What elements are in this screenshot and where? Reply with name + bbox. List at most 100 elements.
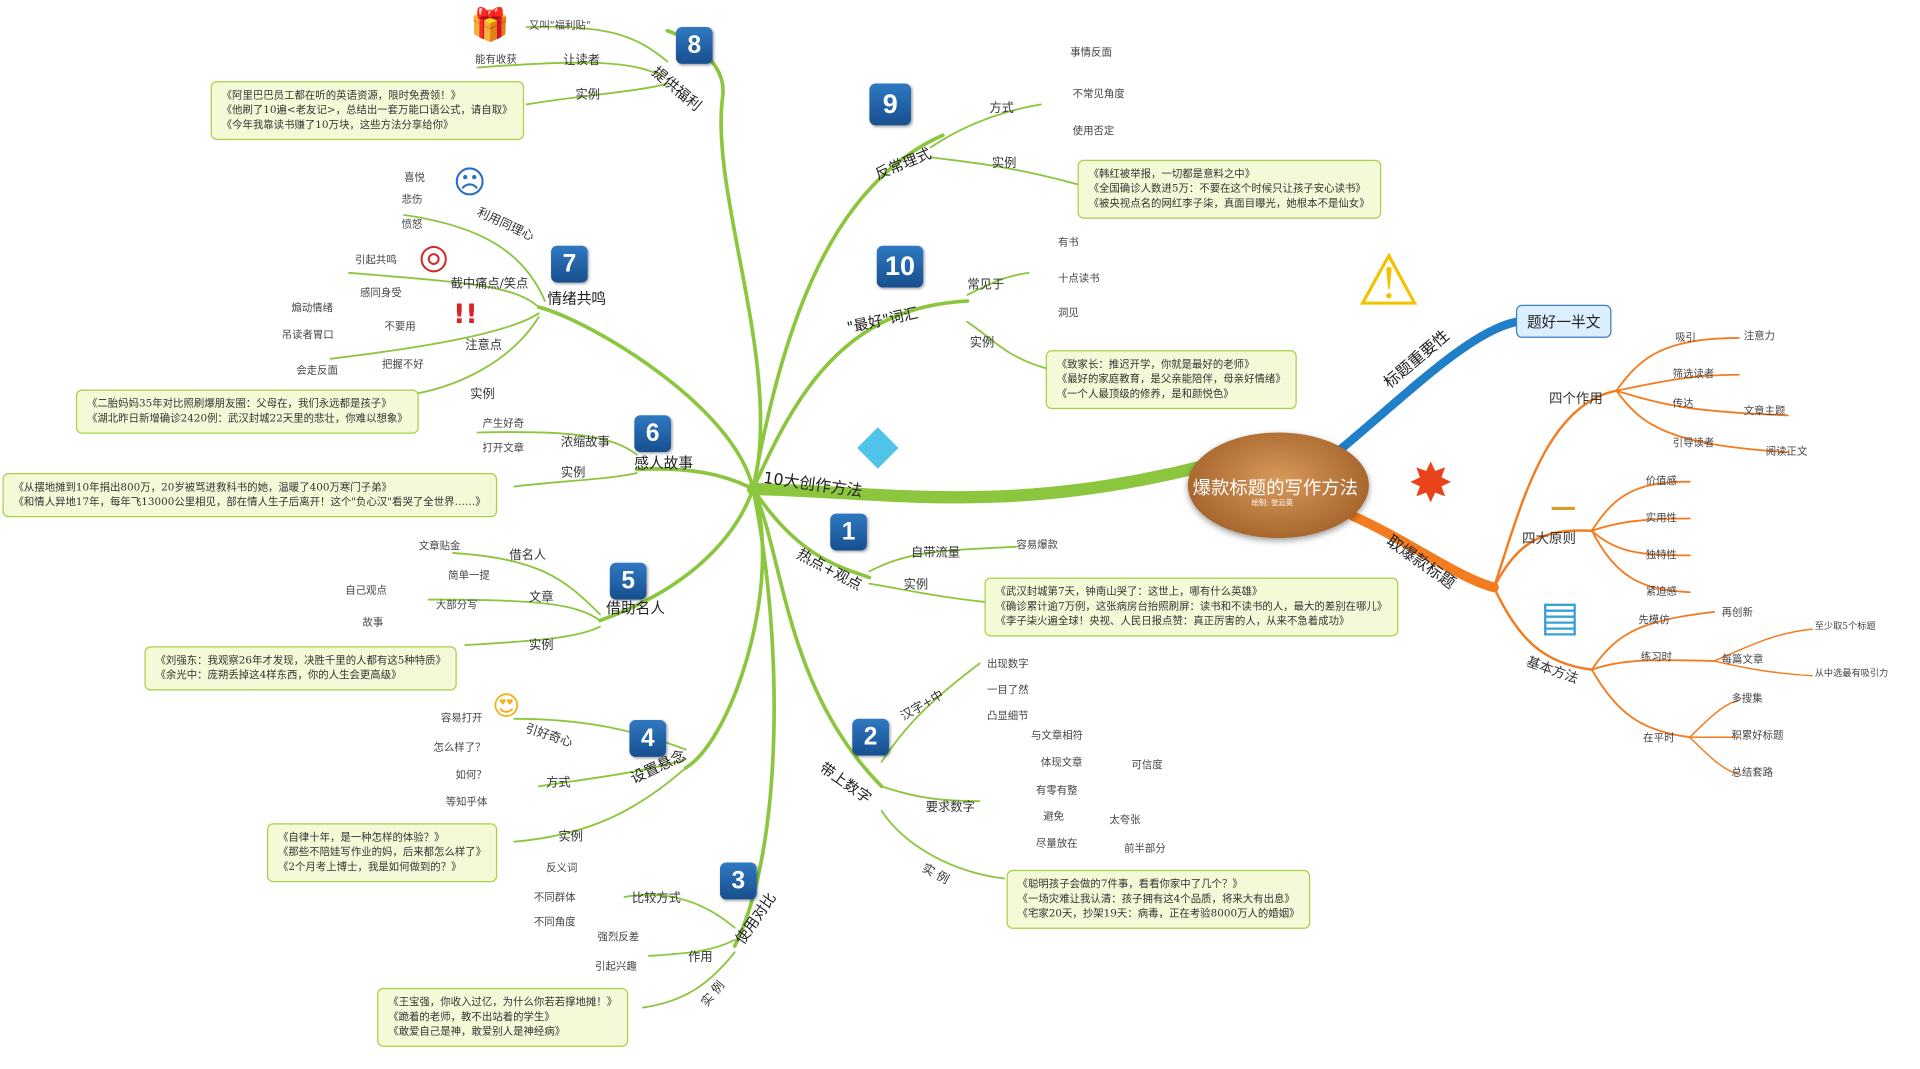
- method-6-child: 打开文章: [482, 442, 525, 455]
- warning-icon: ⚠: [1356, 238, 1421, 322]
- badge-8: 8: [675, 27, 713, 64]
- method-7-child: 感同身受: [360, 287, 402, 300]
- role-item: 吸引: [1675, 331, 1696, 345]
- basic-item: 在平时: [1643, 732, 1675, 745]
- badge-10: 10: [876, 245, 924, 288]
- method-5-child: 大部分写: [435, 599, 478, 612]
- four-principles-label: 四大原则: [1522, 530, 1576, 547]
- method-2-child: 太夸张: [1109, 814, 1141, 827]
- method-8-examples: 《阿里巴巴员工都在听的英语资源，限时免费领！》《他刷了10遍<老友记>，总结出一…: [210, 81, 524, 141]
- method-2-child: 体现文章: [1040, 756, 1083, 770]
- badge-2: 2: [852, 718, 889, 756]
- method-10-child: 实例: [969, 336, 995, 351]
- method-10-child: 洞见: [1057, 307, 1079, 320]
- method-10-child: 有书: [1057, 237, 1079, 250]
- method-2-child: 要求数字: [925, 801, 975, 815]
- method-1-child: 实例: [903, 578, 929, 593]
- basic-item: 多搜集: [1731, 692, 1763, 706]
- center-topic[interactable]: [1187, 432, 1369, 539]
- badge-9: 9: [869, 83, 912, 126]
- importance-note: 题好一半文: [1515, 304, 1612, 338]
- method-2-child: 尽量放在: [1035, 837, 1078, 851]
- badge-3: 3: [720, 862, 757, 900]
- method-2-child: 一目了然: [986, 684, 1029, 697]
- heart-eyes-emoji-icon: 😍: [492, 691, 521, 723]
- method-9-examples: 《韩红被举报，一切都是意料之中》《全国确诊人数进5万：不要在这个时候只让孩子安心…: [1077, 159, 1381, 219]
- center-subtitle: 绘制: 张云英: [1251, 498, 1293, 508]
- method-9-child: 事情反面: [1070, 46, 1112, 59]
- method-6-examples: 《从摆地摊到10年捐出800万，20岁被骂进救科书的她，温暖了400万寒门子弟》…: [2, 473, 497, 518]
- method-4-child: 怎么样了？: [433, 742, 486, 755]
- method-7-examples: 《二胎妈妈35年对比照刷爆朋友圈：父母在，我们永远都是孩子》《湖北昨日新增确诊2…: [75, 389, 419, 434]
- method-6-title: 感人故事: [634, 454, 694, 472]
- principle-item: 价值感: [1645, 475, 1677, 488]
- bar-chart-icon: ▤: [1540, 592, 1580, 642]
- center-title: 爆款标题的写作方法: [1192, 476, 1358, 499]
- diamond-icon: ◆: [857, 412, 899, 476]
- method-7-child: 注意点: [465, 339, 503, 353]
- method-7-child: 把握不好: [382, 358, 424, 372]
- role-item: 传达: [1672, 398, 1694, 411]
- method-9-child: 方式: [989, 101, 1014, 116]
- method-3-child: 引起兴趣: [595, 960, 637, 974]
- basic-item: 至少取5个标题: [1814, 620, 1876, 632]
- method-10-child: 十点读书: [1057, 272, 1100, 286]
- method-7-child: 愤怒: [401, 218, 423, 231]
- gift-icon: 🎁: [470, 7, 510, 45]
- method-9-child: 不常见角度: [1072, 88, 1125, 101]
- four-roles-label: 四个作用: [1548, 390, 1603, 407]
- method-7-child: 会走反面: [296, 364, 338, 378]
- method-4-child: 实例: [558, 830, 583, 845]
- basic-item: 练习时: [1640, 651, 1673, 664]
- method-8-child: 又叫"福利贴": [528, 19, 591, 32]
- method-5-child: 简单一提: [448, 570, 490, 583]
- method-7-child: 截中痛点/笑点: [450, 277, 529, 292]
- method-5-child: 自己观点: [345, 584, 387, 598]
- method-7-child: 悲伤: [401, 194, 423, 207]
- method-3-child: 比较方式: [631, 892, 681, 906]
- method-4-examples: 《自律十年，是一种怎样的体验？》《那些不陪娃写作业的妈，后来都怎么样了》《2个月…: [266, 823, 498, 883]
- method-7-child: 吊读者胃口: [281, 329, 334, 342]
- method-5-child: 文章: [528, 591, 554, 605]
- method-7-child: 煽动情绪: [291, 302, 334, 315]
- method-2-child: 可信度: [1131, 759, 1163, 772]
- role-item: 阅读正文: [1765, 446, 1808, 459]
- method-8-child: 让读者: [563, 54, 601, 68]
- basic-item: 积累好标题: [1731, 729, 1784, 743]
- target-icon: ◎: [418, 235, 449, 277]
- method-6-child: 实例: [560, 466, 586, 481]
- method-5-child: 文章贴金: [418, 540, 461, 553]
- method-9-child: 使用否定: [1072, 125, 1115, 138]
- badge-7: 7: [551, 245, 588, 283]
- ruler-icon: ⚊: [1548, 481, 1578, 519]
- method-6-child: 产生好奇: [482, 417, 525, 431]
- role-item: 筛选读者: [1672, 368, 1715, 381]
- basic-item: 再创新: [1721, 606, 1753, 620]
- method-2-examples: 《聪明孩子会做的7件事，看看你家中了几个？》《一场灾难让我认清：孩子拥有这4个品…: [1006, 869, 1311, 929]
- principle-item: 实用性: [1645, 512, 1677, 525]
- basic-item: 总结套路: [1731, 766, 1774, 779]
- role-item: 文章主题: [1743, 405, 1786, 418]
- method-5-child: 故事: [362, 616, 384, 630]
- exclamation-icon: !!: [453, 299, 478, 331]
- method-7-title: 情绪共鸣: [547, 289, 607, 308]
- method-4-child: 如何？: [455, 769, 487, 782]
- method-3-child: 不同群体: [533, 892, 576, 905]
- method-2-child: 与文章相符: [1031, 729, 1084, 743]
- method-3-child: 强烈反差: [597, 931, 640, 944]
- explosion-icon: ✸: [1408, 452, 1454, 515]
- badge-4: 4: [629, 720, 667, 757]
- method-2-child: 避免: [1043, 810, 1065, 824]
- method-10-child: 常见于: [967, 278, 1005, 293]
- method-5-title: 借助名人: [606, 599, 665, 617]
- method-2-child: 凸显细节: [986, 710, 1029, 723]
- method-1-child: 容易爆款: [1016, 539, 1058, 552]
- method-7-child: 引起共鸣: [355, 254, 397, 267]
- method-5-child: 实例: [528, 638, 554, 653]
- role-item: 注意力: [1743, 330, 1775, 343]
- method-4-child: 方式: [546, 776, 571, 791]
- badge-1: 1: [830, 513, 867, 551]
- method-3-examples: 《王宝强，你收入过亿，为什么你若若撑地摊！》《跪着的老师，教不出站着的学生》《敢…: [377, 987, 629, 1047]
- badge-6: 6: [634, 415, 672, 453]
